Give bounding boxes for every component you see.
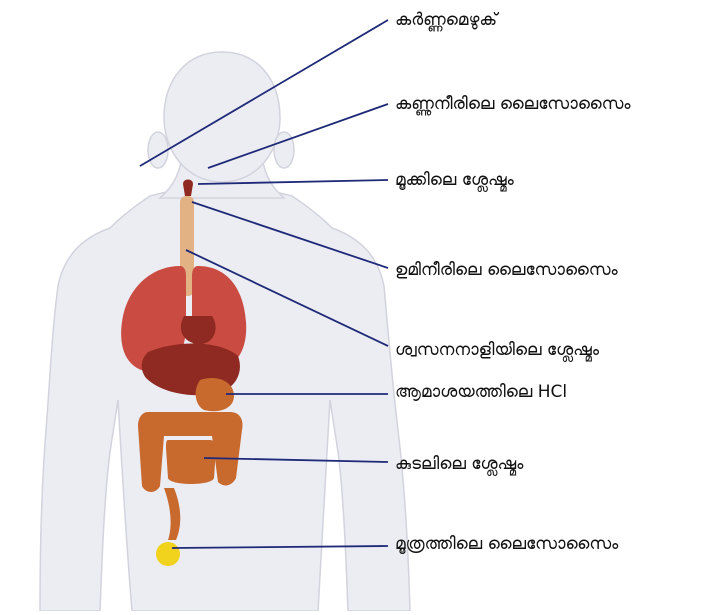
label-urine-lysozyme: മൂത്രത്തിലെ ലൈസോസൈം [395,536,618,553]
urinary-bladder [156,542,180,566]
label-ear-wax: കർണ്ണമെഴുക് [395,12,497,29]
label-saliva-lysozyme: ഉമിനീരിലെ ലൈസോസൈം [395,262,618,279]
right-ear [274,132,294,168]
label-trachea-mucus: ശ്വസനനാളിയിലെ ശ്ലേഷ്മം [395,342,599,359]
left-ear [148,132,168,168]
label-intestine-mucus: കുടലിലെ ശ്ലേഷ്മം [395,456,523,473]
small-intestine [166,440,216,484]
label-nasal-mucus: മൂക്കിലെ ശ്ലേഷ്മം [395,172,514,189]
label-stomach-hcl: ആമാശയത്തിലെ HCl [395,384,567,401]
label-tears-lysozyme: കണ്ണുനീരിലെ ലൈസോസൈം [395,96,630,113]
